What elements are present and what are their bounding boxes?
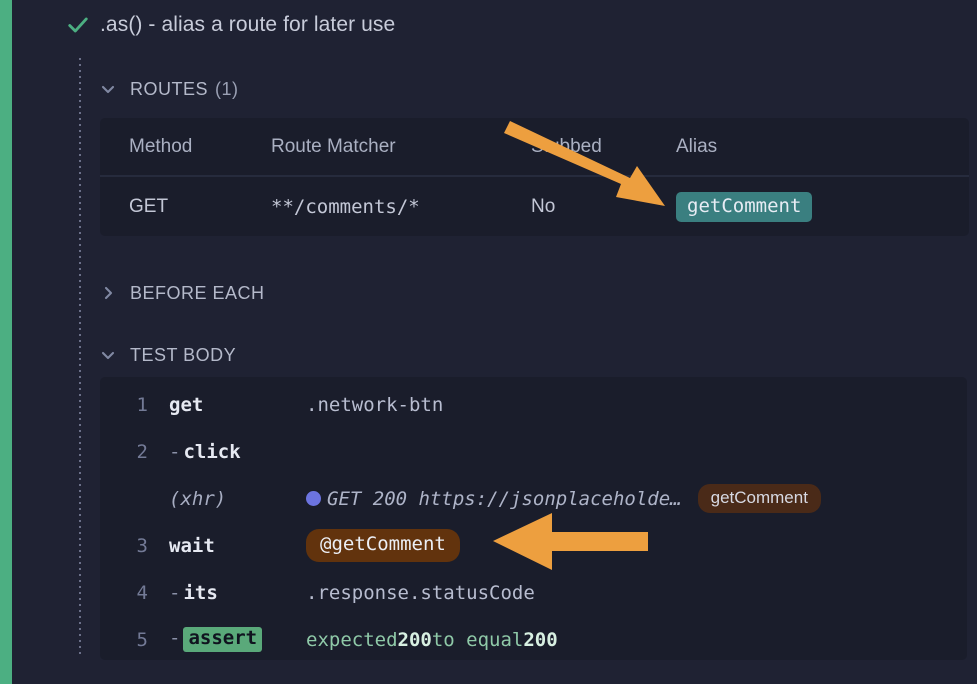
list-item[interactable]: 1 get .network-btn	[100, 381, 967, 428]
routes-table: Method Route Matcher Stubbed Alias # GET…	[100, 118, 969, 236]
cell-route-matcher: **/comments/*	[271, 195, 420, 218]
command-message: GET 200 https://jsonplaceholde… getComme…	[306, 484, 967, 513]
xhr-alias-badge[interactable]: getComment	[697, 484, 821, 513]
command-log-content: .as() - alias a route for later use ROUT…	[12, 0, 977, 684]
xhr-message-text: GET 200 https://jsonplaceholde…	[327, 487, 682, 510]
command-name: its	[156, 582, 306, 604]
test-status-bar	[0, 0, 12, 684]
section-label-routes: ROUTES	[130, 78, 209, 99]
list-item-assert[interactable]: 5 assert expected 200 to equal 200	[100, 616, 967, 660]
assert-middle: to equal	[431, 628, 524, 651]
list-item[interactable]: 2 click	[100, 428, 967, 475]
wait-alias-badge[interactable]: @getComment	[306, 529, 460, 562]
list-item-xhr[interactable]: (xhr) GET 200 https://jsonplaceholde… ge…	[100, 475, 967, 522]
chevron-down-icon[interactable]	[100, 81, 116, 97]
command-message: .response.statusCode	[306, 581, 535, 604]
cell-alias: getComment	[676, 176, 881, 236]
page-title: .as() - alias a route for later use	[100, 13, 396, 36]
column-header-method: Method	[129, 135, 193, 157]
check-icon	[68, 17, 88, 33]
section-label-test-body: TEST BODY	[130, 344, 237, 365]
command-name: get	[169, 393, 204, 416]
assert-prefix: expected	[306, 628, 398, 651]
routes-table-panel: Method Route Matcher Stubbed Alias # GET…	[100, 118, 969, 236]
chevron-down-icon[interactable]	[100, 347, 116, 363]
chevron-right-icon[interactable]	[100, 285, 116, 301]
command-name: click	[156, 441, 306, 463]
list-item[interactable]: 3 wait @getComment	[100, 522, 967, 569]
command-name: (xhr)	[169, 487, 227, 510]
command-number: 4	[136, 581, 148, 604]
indent-guide	[79, 58, 81, 658]
column-header-count: #	[881, 118, 969, 176]
section-label-before-each: BEFORE EACH	[130, 282, 265, 303]
command-name: wait	[169, 534, 215, 557]
column-header-stubbed: Stubbed	[531, 135, 602, 157]
table-header-row: Method Route Matcher Stubbed Alias #	[100, 118, 969, 176]
routes-count: (1)	[215, 78, 239, 99]
command-message: @getComment	[306, 529, 967, 562]
xhr-status-dot-icon	[306, 491, 321, 506]
command-number: 3	[136, 534, 148, 557]
test-body-command-list: 1 get .network-btn 2 click (xhr) GET 200…	[100, 377, 967, 660]
command-number: 1	[136, 393, 148, 416]
assert-badge: assert	[183, 627, 263, 652]
cell-method: GET	[129, 195, 169, 217]
assert-value-expected: 200	[523, 628, 558, 651]
test-title-row[interactable]: .as() - alias a route for later use	[67, 8, 395, 42]
command-number: 2	[136, 440, 148, 463]
routes-alias-badge[interactable]: getComment	[676, 191, 813, 222]
list-item[interactable]: 4 its .response.statusCode	[100, 569, 967, 616]
column-header-alias: Alias	[676, 135, 718, 157]
command-name: assert	[156, 627, 306, 652]
command-message: .network-btn	[306, 393, 444, 416]
sidebar-item-test-body[interactable]: TEST BODY	[100, 342, 236, 368]
sidebar-item-before-each[interactable]: BEFORE EACH	[100, 280, 265, 306]
command-number: 5	[136, 628, 148, 651]
assert-value-actual: 200	[397, 628, 432, 651]
sidebar-item-routes[interactable]: ROUTES (1)	[100, 76, 239, 102]
cell-stubbed: No	[531, 195, 556, 217]
table-row[interactable]: GET **/comments/* No getComment 1	[100, 176, 969, 236]
assert-message: expected 200 to equal 200	[306, 629, 967, 651]
column-header-matcher: Route Matcher	[271, 135, 396, 157]
cell-count: 1	[881, 176, 969, 236]
